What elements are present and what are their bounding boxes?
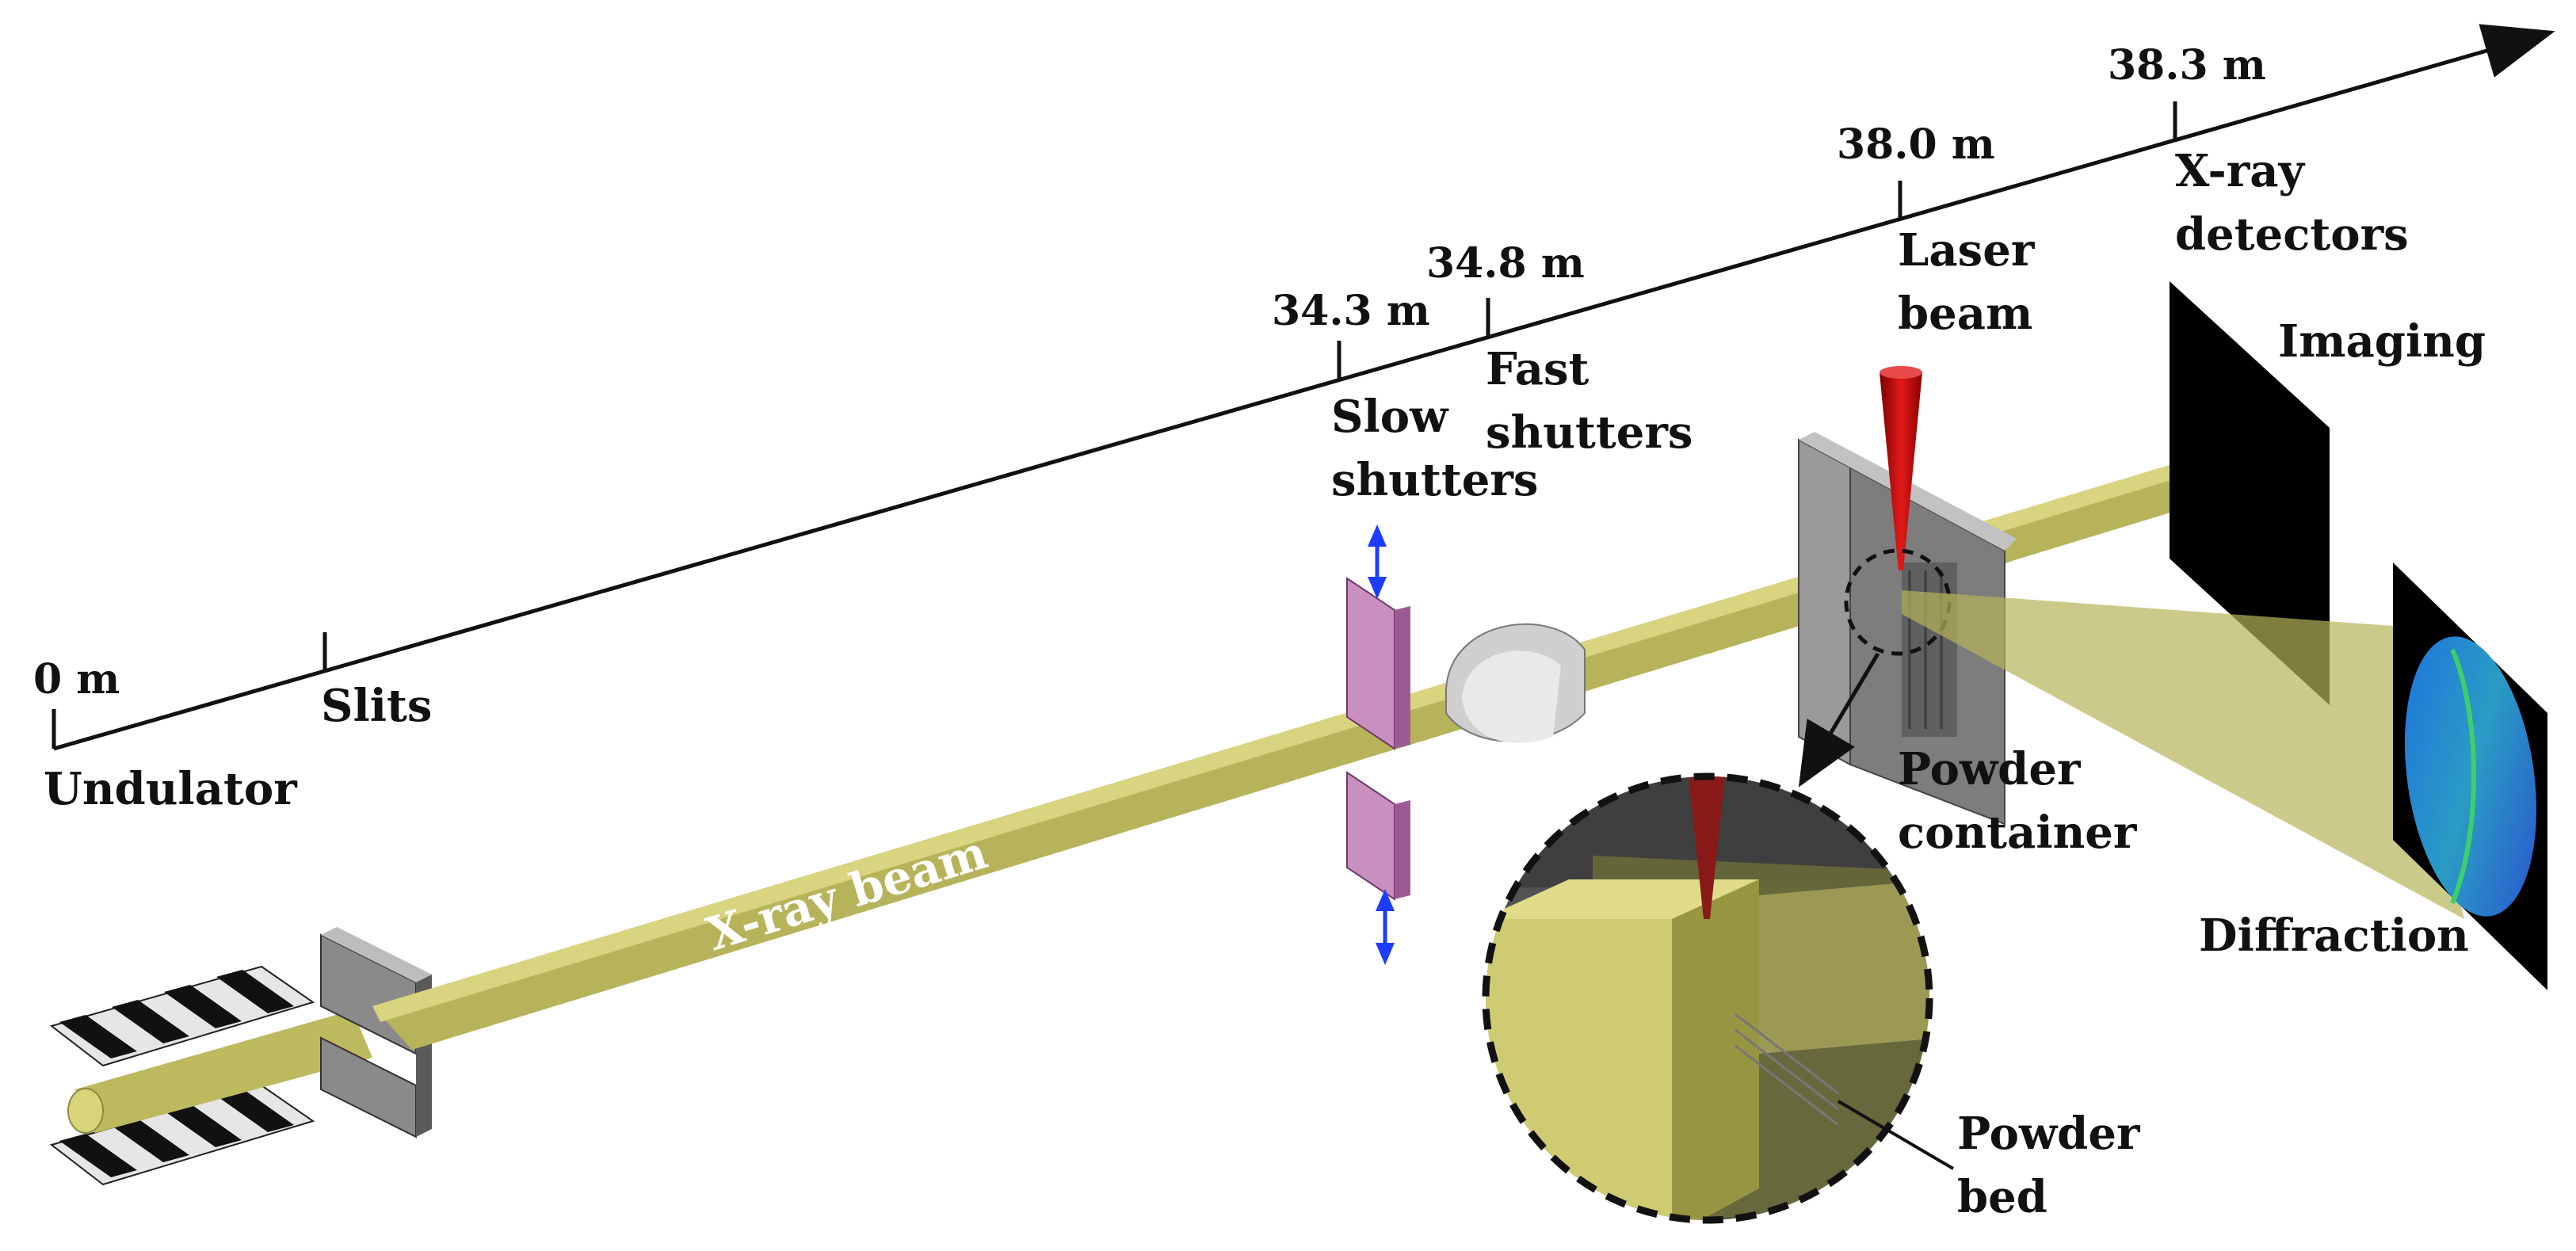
laser-label-2: beam <box>1898 288 2032 340</box>
inset-view <box>1482 772 1933 1224</box>
distance-0m: 0 m <box>33 655 120 704</box>
laser-label-1: Laser <box>1898 224 2036 277</box>
xray-detectors-label-2: detectors <box>2175 208 2409 261</box>
imaging-label: Imaging <box>2278 315 2486 368</box>
undulator-label: Undulator <box>44 763 298 815</box>
diffraction-cone <box>1902 590 2464 919</box>
laser-beam <box>1880 366 1922 570</box>
xray-beam: X-ray beam <box>372 463 2266 1050</box>
distance-34-3: 34.3 m <box>1272 287 1430 335</box>
distance-38-3: 38.3 m <box>2108 41 2266 90</box>
distance-axis <box>52 24 2555 751</box>
undulator-bottom-magnets <box>59 1089 294 1177</box>
container-label-2: container <box>1898 807 2138 859</box>
fast-shutter <box>1445 623 1586 743</box>
imaging-detector <box>2170 281 2330 705</box>
slow-shutter-arrow-down <box>1376 889 1395 965</box>
undulator-top-magnets <box>59 970 294 1058</box>
axis-line <box>53 24 2555 751</box>
beam-label: X-ray beam <box>700 826 993 962</box>
container-label-1: Powder <box>1898 743 2082 795</box>
slow-label-1: Slow <box>1331 391 1449 443</box>
xray-detectors-label-1: X-ray <box>2175 145 2305 197</box>
bed-leader-line <box>1837 1100 1955 1170</box>
fast-label-1: Fast <box>1486 343 1589 395</box>
undulator <box>49 965 372 1186</box>
zoom-leader-arrow <box>1798 652 1880 788</box>
slow-shutter-arrow-up <box>1368 524 1387 599</box>
fast-label-2: shutters <box>1486 406 1693 459</box>
slow-label-2: shutters <box>1331 454 1538 506</box>
diffraction-detector <box>2393 563 2547 990</box>
powder-container <box>1798 432 2017 826</box>
slits-label: Slits <box>321 680 432 732</box>
distance-38-0: 38.0 m <box>1837 120 1995 169</box>
bed-label-1: Powder <box>1957 1108 2141 1160</box>
labels: 0 m Undulator Slits 34.3 m Slow shutters… <box>33 41 2486 1223</box>
diffraction-label: Diffraction <box>2199 910 2469 962</box>
slow-shutters <box>1346 524 1410 965</box>
bed-label-2: bed <box>1957 1171 2047 1223</box>
distance-34-8: 34.8 m <box>1426 239 1585 288</box>
